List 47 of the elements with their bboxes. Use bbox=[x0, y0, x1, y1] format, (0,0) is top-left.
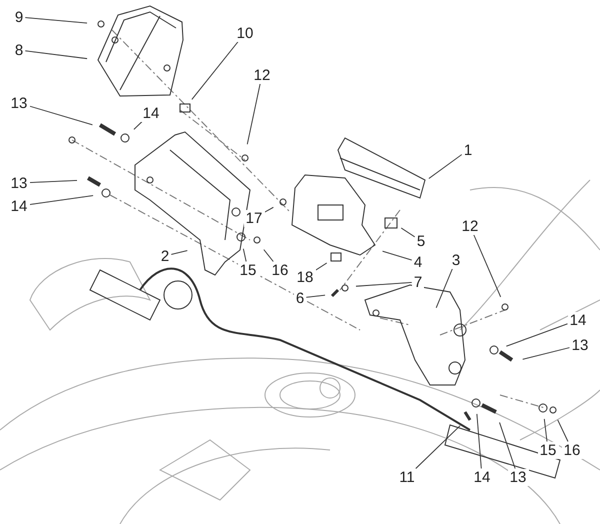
callout-number: 13 bbox=[508, 468, 528, 486]
leader-line bbox=[246, 83, 261, 145]
leader-line bbox=[306, 294, 326, 298]
callout-number: 7 bbox=[412, 274, 424, 290]
leader-line bbox=[400, 228, 416, 238]
leader-line bbox=[473, 234, 502, 298]
leader-line bbox=[506, 323, 568, 347]
leader-line bbox=[242, 248, 247, 262]
leader-line bbox=[24, 17, 88, 24]
callout-number: 9 bbox=[12, 8, 26, 26]
leader-line bbox=[29, 106, 93, 126]
callout-number: 3 bbox=[450, 252, 462, 268]
leader-line bbox=[24, 50, 88, 60]
callout-number: 10 bbox=[234, 24, 256, 42]
leader-line bbox=[263, 249, 274, 262]
callout-number: 12 bbox=[460, 218, 480, 234]
callout-number: 13 bbox=[8, 94, 30, 112]
leader-line bbox=[191, 41, 239, 100]
callout-number: 15 bbox=[538, 442, 558, 458]
callout-number: 17 bbox=[244, 210, 264, 226]
callout-number: 15 bbox=[238, 262, 258, 278]
leader-line bbox=[557, 419, 568, 442]
leader-line bbox=[264, 206, 274, 213]
callout-number: 13 bbox=[570, 336, 590, 354]
callout-number: 12 bbox=[252, 66, 272, 84]
leader-line bbox=[522, 347, 570, 360]
leader-line bbox=[544, 418, 548, 442]
leader-line bbox=[499, 422, 516, 469]
callout-number: 5 bbox=[414, 232, 428, 250]
callout-number: 14 bbox=[140, 104, 162, 122]
leader-line bbox=[133, 121, 143, 130]
callout-number: 16 bbox=[562, 442, 582, 458]
leader-line bbox=[356, 282, 412, 287]
callout-number: 6 bbox=[294, 290, 306, 306]
leader-line bbox=[436, 268, 453, 308]
callout-number: 13 bbox=[8, 174, 30, 192]
leader-line bbox=[382, 250, 412, 261]
leader-line bbox=[315, 262, 328, 271]
callout-number: 16 bbox=[270, 262, 290, 278]
leader-line bbox=[170, 250, 188, 255]
callout-number: 8 bbox=[12, 42, 26, 58]
leader-line bbox=[415, 425, 461, 469]
leader-line bbox=[29, 180, 78, 183]
leader-line bbox=[29, 195, 94, 205]
leader-line bbox=[476, 414, 482, 469]
leader-line bbox=[428, 154, 462, 179]
callout-number: 18 bbox=[294, 268, 316, 286]
